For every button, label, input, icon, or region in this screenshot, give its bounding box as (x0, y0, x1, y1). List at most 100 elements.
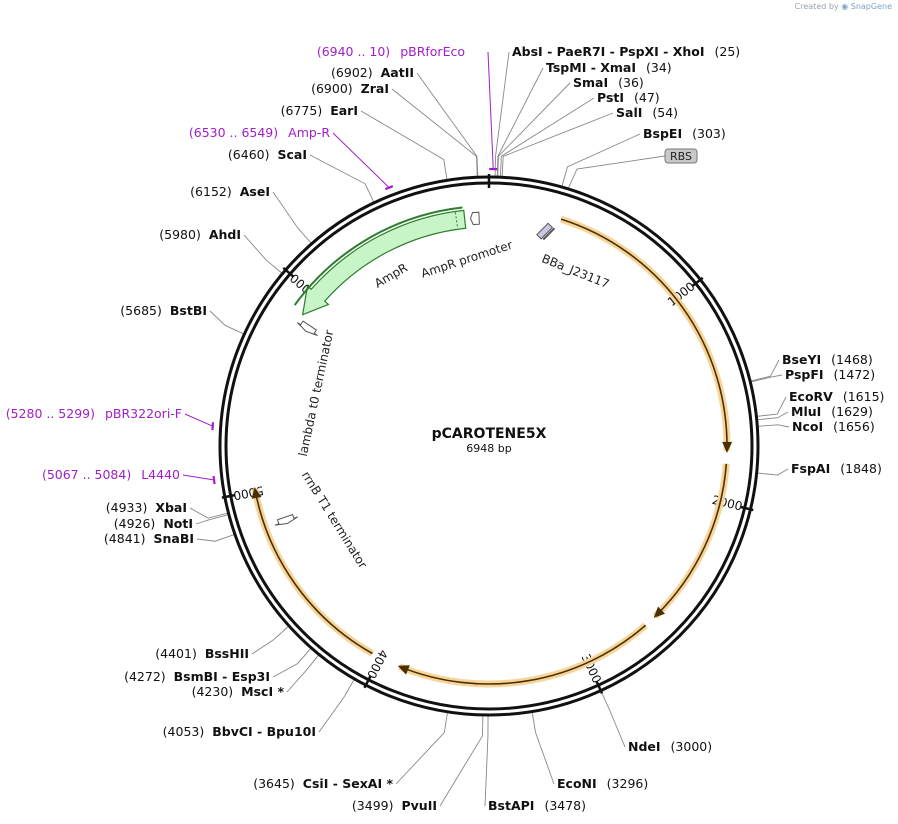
site-msci-name[interactable]: MscI * (241, 684, 284, 699)
site-absi-position: (25) (715, 44, 741, 59)
tick-5000 (221, 493, 235, 499)
site-ecorv-name[interactable]: EcoRV (789, 389, 833, 404)
orange-arc-2-arrowhead (653, 606, 666, 618)
site-tspmi-position: (34) (646, 60, 672, 75)
rbs-box[interactable] (664, 148, 698, 164)
site-xbai-name[interactable]: XbaI (155, 500, 187, 515)
site-bstapi-leader (484, 714, 489, 807)
site-bseyi-name[interactable]: BseYI (782, 352, 821, 367)
site-ncoi-position: (1656) (833, 419, 875, 434)
site-bsshii-name[interactable]: BssHII (205, 646, 249, 661)
site-econi-leader (531, 711, 555, 785)
site-sali-position: (54) (652, 105, 678, 120)
site-econi-position: (3296) (607, 776, 649, 791)
site-bbvci-name[interactable]: BbvCI - Bpu10I (212, 724, 316, 739)
site-scai-name[interactable]: ScaI (278, 147, 308, 162)
site-bstbi-name[interactable]: BstBI (170, 303, 207, 318)
primer-l4440-name[interactable]: L4440 (141, 467, 180, 482)
site-scai-leader (309, 154, 375, 203)
site-zrai-leader (391, 88, 478, 178)
tick-6000 (282, 267, 294, 278)
primer-ampr-leader (332, 132, 390, 188)
site-eari-leader (360, 110, 448, 181)
site-aatii-name[interactable]: AatII (381, 65, 414, 80)
orange-arc-2[interactable] (654, 463, 728, 618)
site-noti-name[interactable]: NotI (163, 516, 193, 531)
site-bsmbi-leader (272, 647, 312, 678)
primer-pbr322orif-mark[interactable] (211, 422, 215, 431)
site-ndei-name[interactable]: NdeI (628, 739, 661, 754)
site-bstbi-position: (5685) (120, 303, 162, 318)
site-ahdi-name[interactable]: AhdI (209, 227, 241, 242)
site-zrai-name[interactable]: ZraI (361, 81, 389, 96)
site-tspmi-leader (496, 67, 544, 178)
site-eari-position: (6775) (281, 103, 323, 118)
site-snabi-leader (196, 533, 236, 542)
site-bsshii-leader (251, 625, 290, 655)
site-ahdi-leader (243, 234, 283, 274)
ampr-promoter-arrow[interactable] (469, 211, 480, 226)
site-mlui-name[interactable]: MluI (791, 404, 821, 419)
tick-1000 (691, 276, 704, 287)
site-msci-leader (286, 654, 320, 693)
orange-arc-1[interactable] (560, 218, 728, 451)
site-ndei-position: (3000) (671, 739, 713, 754)
site-csii-name[interactable]: CsiI - SexAI * (303, 776, 394, 791)
site-snabi-position: (4841) (104, 531, 146, 546)
site-psti-name[interactable]: PstI (597, 90, 624, 105)
site-snabi-name[interactable]: SnaBI (153, 531, 194, 546)
site-bsmbi-position: (4272) (124, 669, 166, 684)
orange-arc-1-glow (559, 215, 731, 452)
site-bsmbi-name[interactable]: BsmBI - Esp3I (174, 669, 270, 684)
plasmid-name: pCAROTENE5X (432, 426, 547, 442)
site-pspfi-name[interactable]: PspFI (785, 367, 824, 382)
orange-arc-3[interactable] (399, 624, 647, 685)
ampr-cds-arrow[interactable] (301, 209, 467, 316)
orange-arc-4[interactable] (254, 488, 373, 655)
rrnb-t1-terminator-arrow[interactable] (275, 513, 298, 526)
primer-pbrforeco-name[interactable]: pBRforEco (400, 44, 465, 59)
site-pvuii-name[interactable]: PvuII (401, 798, 437, 813)
site-ncoi-name[interactable]: NcoI (792, 419, 823, 434)
site-zrai-position: (6900) (311, 81, 353, 96)
site-tspmi-name[interactable]: TspMI - XmaI (546, 60, 636, 75)
site-econi-name[interactable]: EcoNI (557, 776, 597, 791)
site-asei-name[interactable]: AseI (240, 184, 270, 199)
bba-j23117-promoter-icon[interactable] (536, 222, 556, 241)
site-sali-leader (501, 112, 614, 178)
primer-pbrforeco-position: (6940 .. 10) (317, 44, 390, 59)
lambda-t0-terminator-arrow[interactable] (296, 320, 318, 336)
site-smai-position: (36) (618, 75, 644, 90)
site-pvuii-position: (3499) (352, 798, 394, 813)
ampr-cds-track (293, 206, 463, 306)
site-ecorv-position: (1615) (843, 389, 885, 404)
ampr-segment-divider (454, 212, 459, 229)
orange-arc-3-arrowhead (397, 665, 410, 675)
site-smai-name[interactable]: SmaI (573, 75, 608, 90)
site-bstapi-name[interactable]: BstAPI (488, 798, 534, 813)
site-absi-name[interactable]: AbsI - PaeR7I - PspXI - XhoI (512, 44, 705, 59)
primer-ampr-mark[interactable] (384, 185, 394, 191)
site-sali-name[interactable]: SalI (616, 105, 642, 120)
site-ahdi-position: (5980) (159, 227, 201, 242)
primer-l4440-mark[interactable] (212, 475, 216, 485)
site-bbvci-position: (4053) (163, 724, 205, 739)
rbs-label: RBS (670, 150, 692, 163)
site-aatii-position: (6902) (331, 65, 373, 80)
site-xbai-position: (4933) (106, 500, 148, 515)
primer-pbr322orif-name[interactable]: pBR322ori-F (105, 406, 182, 421)
site-mlui-leader (756, 411, 789, 421)
site-bstbi-leader (209, 310, 245, 335)
primer-pbr322orif-leader (184, 413, 213, 427)
site-bspei-name[interactable]: BspEI (643, 126, 682, 141)
site-bseyi-position: (1468) (831, 352, 873, 367)
primer-ampr-name[interactable]: Amp-R (288, 125, 330, 140)
site-smai-leader (497, 82, 571, 178)
rbs-feature[interactable]: RBS (664, 148, 698, 164)
orange-arc-4-arrowhead (251, 487, 262, 499)
bba-j23117-label: BBa_J23117 (540, 251, 612, 291)
site-eari-name[interactable]: EarI (330, 103, 358, 118)
primer-l4440-position: (5067 .. 5084) (42, 467, 131, 482)
site-fspai-name[interactable]: FspAI (791, 461, 830, 476)
